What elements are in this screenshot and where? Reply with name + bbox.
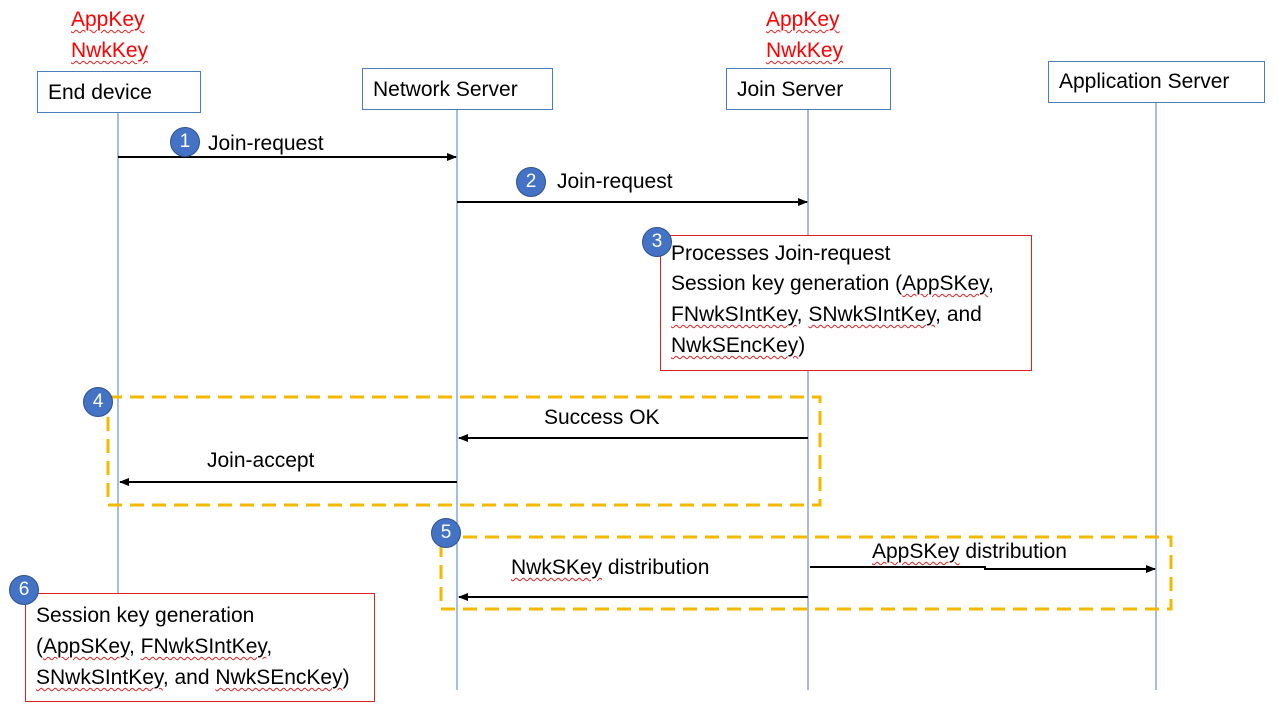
note3-snwksintkey: SNwkSIntKey	[808, 303, 936, 326]
note3-line-4-paren: )	[798, 334, 806, 357]
note-end-device-session-keys: Session key generation (AppSKey, FNwkSIn…	[25, 593, 375, 702]
step-badge-6: 6	[9, 575, 39, 605]
device-nwkkey-label: NwkKey	[71, 39, 149, 62]
note-join-server-processing: Processes Join-request Session key gener…	[660, 235, 1032, 371]
step-badge-3: 3	[642, 227, 672, 257]
message-join-accept: Join-accept	[207, 449, 315, 472]
appskey-term: AppSKey	[872, 540, 960, 563]
note6-line-2-paren: (	[36, 635, 43, 658]
actor-application-server: Application Server	[1048, 61, 1265, 103]
join-server-appkey-label: AppKey	[766, 8, 840, 31]
note3-line-3: FNwkSIntKey, SNwkSIntKey, and	[671, 299, 1021, 330]
note6-fnwksintkey: FNwkSIntKey	[140, 635, 267, 658]
message-join-request-2: Join-request	[557, 170, 673, 193]
note6-line-1: Session key generation	[36, 604, 255, 627]
note6-snwksintkey: SNwkSIntKey	[36, 666, 163, 689]
nwkskey-term: NwkSKey	[511, 556, 603, 579]
message-appskey-distribution: AppSKey distribution	[872, 539, 1067, 565]
actor-end-device: End device	[37, 71, 201, 113]
note3-fnwksintkey: FNwkSIntKey	[671, 303, 797, 326]
note6-line-3-and: , and	[162, 666, 216, 689]
nwkskey-distribution-rest: distribution	[602, 556, 710, 579]
note6-line-3-paren: )	[342, 666, 350, 689]
note3-appskey: AppSKey	[902, 272, 989, 295]
note3-line-2: Session key generation (AppSKey,	[671, 268, 1021, 299]
note3-line-1: Processes Join-request	[671, 242, 891, 265]
note6-line-2-sep: ,	[129, 635, 141, 658]
message-join-request-1: Join-request	[208, 132, 324, 155]
message-nwkskey-distribution: NwkSKey distribution	[511, 555, 709, 581]
arrow-appskey-distribution	[810, 565, 1156, 573]
note3-line-2-text: Session key generation (	[671, 272, 903, 295]
note6-appskey: AppSKey	[43, 635, 129, 658]
note6-nwksenckey: NwkSEncKey	[215, 666, 343, 689]
step-badge-1: 1	[170, 127, 200, 157]
note3-line-3-sep: ,	[796, 303, 809, 326]
actor-network-server: Network Server	[362, 68, 553, 110]
step-badge-2: 2	[516, 167, 546, 197]
note6-line-2-comma: ,	[266, 635, 273, 658]
note3-line-3-and: , and	[935, 303, 982, 326]
step-badge-5: 5	[431, 518, 461, 548]
note6-line-3: SNwkSIntKey, and NwkSEncKey)	[36, 662, 364, 693]
note6-line-2: (AppSKey, FNwkSIntKey,	[36, 631, 364, 662]
note3-line-2-comma: ,	[988, 272, 994, 295]
join-server-nwkkey-label: NwkKey	[766, 39, 844, 62]
group-step-4	[106, 395, 822, 507]
appskey-distribution-rest: distribution	[959, 540, 1067, 563]
actor-join-server: Join Server	[726, 68, 891, 110]
note3-line-4: NwkSEncKey)	[671, 330, 1021, 361]
step-badge-4: 4	[83, 387, 113, 417]
device-appkey-label: AppKey	[71, 8, 145, 31]
message-success-ok: Success OK	[544, 406, 660, 429]
group-step-5	[439, 535, 1173, 611]
note3-nwksenckey: NwkSEncKey	[671, 334, 799, 357]
